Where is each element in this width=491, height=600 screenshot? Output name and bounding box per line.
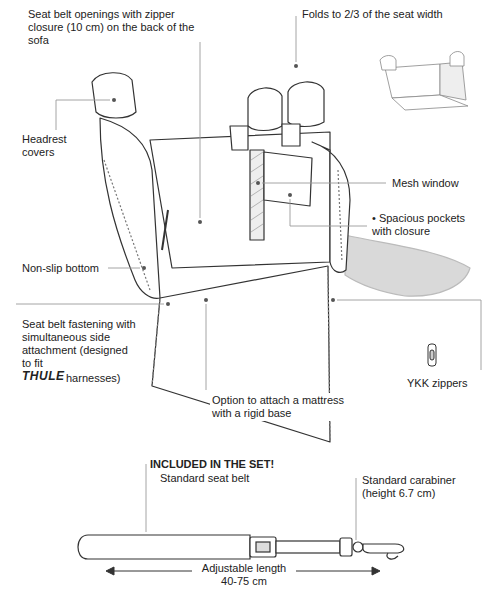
set-heading: INCLUDED IN THE SET! — [150, 458, 274, 471]
callout-label: Standard seat belt — [160, 472, 249, 485]
callout-label: YKK zippers — [407, 377, 487, 390]
callout-label: Folds to 2/3 of the seat width — [302, 8, 474, 21]
dimension-label: Adjustable length 40-75 cm — [192, 561, 296, 589]
callout-label: Non-slip bottom — [22, 262, 106, 275]
callout-label: Headrest covers — [22, 133, 102, 159]
callout-label: harnesses) — [66, 372, 120, 385]
callout-label: Mesh window — [392, 177, 484, 190]
callout-label: Option to attach a mattress with a rigid… — [210, 393, 364, 421]
callout-label: Seat belt fastening with simultaneous si… — [22, 318, 140, 370]
callout-label: • Spacious pockets with closure — [372, 212, 484, 238]
callout-label: Seat belt openings with zipper closure (… — [28, 8, 200, 47]
brand-name: THULE — [22, 370, 65, 383]
callout-label: Standard carabiner (height 6.7 cm) — [362, 474, 477, 500]
